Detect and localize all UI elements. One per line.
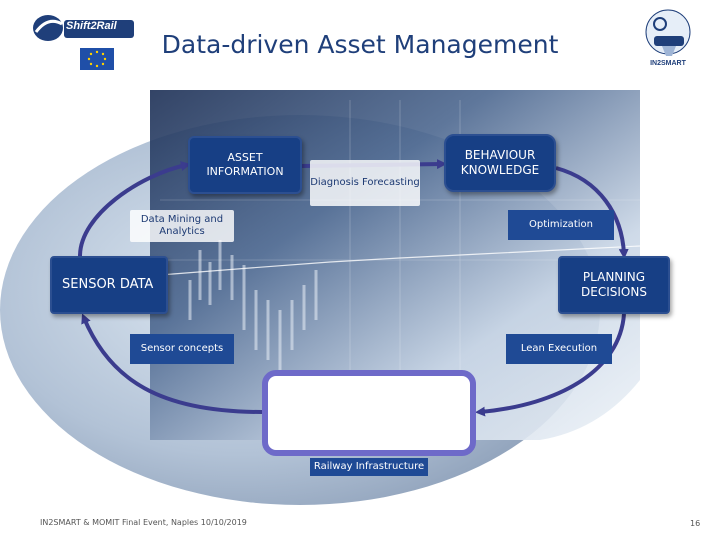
node-sensor-concepts-label: Sensor concepts [140, 342, 224, 354]
candlestick-bars [188, 240, 318, 375]
arrow-planning-to-railway [475, 313, 626, 417]
node-optimization-label: Optimization [529, 218, 593, 230]
node-railway-infrastructure: Railway Infrastructure [310, 458, 428, 476]
node-railway-infrastructure-label: Railway Infrastructure [313, 460, 425, 472]
node-behaviour-knowledge: BEHAVIOUR KNOWLEDGE [444, 134, 556, 192]
shift2rail-logo [33, 15, 134, 70]
node-lean-execution: Lean Execution [506, 334, 612, 364]
in2smart-logo-text: IN2SMART [650, 60, 686, 67]
page-title: Data-driven Asset Management [161, 30, 559, 59]
arrow-railway-to-sensor [81, 313, 263, 414]
node-planning-decisions: PLANNING DECISIONS [558, 256, 670, 314]
trend-line [159, 245, 641, 276]
node-lean-execution-label: Lean Execution [520, 342, 598, 354]
footer-text: IN2SMART & MOMIT Final Event, Naples 10/… [40, 518, 247, 527]
node-planning-decisions-label: PLANNING DECISIONS [581, 270, 647, 299]
node-diagnosis-forecasting-label: Diagnosis Forecasting [310, 176, 420, 188]
node-asset-information-label: ASSET INFORMATION [206, 151, 284, 178]
shift2rail-logo-text: Shift2Rail [66, 20, 117, 32]
node-sensor-data-label: SENSOR DATA [62, 276, 154, 292]
page-number: 16 [690, 519, 701, 528]
node-sensor-data: SENSOR DATA [50, 256, 168, 314]
node-behaviour-knowledge-label: BEHAVIOUR KNOWLEDGE [460, 148, 540, 177]
in2smart-logo [645, 9, 691, 56]
node-optimization: Optimization [508, 210, 614, 240]
node-data-mining-label: Data Mining and Analytics [140, 213, 224, 238]
node-asset-information: ASSET INFORMATION [188, 136, 302, 194]
railway-infrastructure-box [262, 370, 476, 456]
node-sensor-concepts: Sensor concepts [130, 334, 234, 364]
arrow-sensor-to-asset [78, 161, 191, 257]
node-data-mining: Data Mining and Analytics [130, 210, 234, 242]
arrow-behaviour-to-planning [555, 166, 629, 259]
node-diagnosis-forecasting: Diagnosis Forecasting [310, 160, 420, 206]
